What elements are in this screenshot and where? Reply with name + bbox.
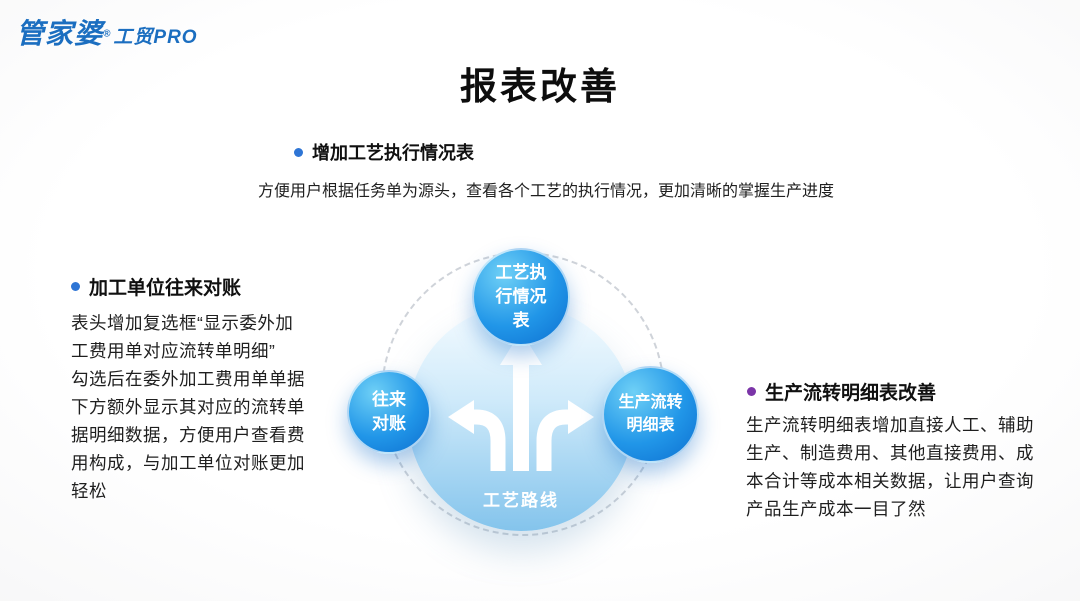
- node-label: 生产流转 明细表: [618, 394, 683, 434]
- node-production-flow: 生产流转 明细表: [602, 366, 699, 463]
- bullet-dot-icon: [71, 282, 80, 291]
- feature-right-body: 生产流转明细表增加直接人工、辅助 生产、制造费用、其他直接费用、成 本合计等成本…: [746, 415, 1034, 519]
- brand-name: 管家婆: [16, 18, 104, 49]
- registered-mark: ®: [103, 28, 111, 40]
- feature-left-heading: 加工单位往来对账: [89, 278, 242, 299]
- node-label: 工艺执 行情况 表: [495, 263, 547, 330]
- feature-top-body: 方便用户根据任务单为源头，查看各个工艺的执行情况，更加清晰的掌握生产进度: [258, 183, 835, 200]
- bullet-dot-icon: [747, 387, 756, 396]
- feature-right-heading-row: 生产流转明细表改善: [747, 378, 936, 405]
- feature-left-heading-row: 加工单位往来对账: [71, 273, 241, 300]
- feature-left-body: 表头增加复选框“显示委外加 工费用单对应流转单明细” 勾选后在委外加工费用单单据…: [71, 313, 305, 501]
- feature-top-heading-row: 增加工艺执行情况表: [294, 139, 474, 165]
- bullet-dot-icon: [294, 147, 303, 157]
- product-name: 工贸PRO: [113, 27, 198, 48]
- feature-top-heading: 增加工艺执行情况表: [312, 143, 474, 163]
- node-label: 往来 对账: [372, 390, 406, 433]
- brand-logo: 管家婆®工贸PRO: [16, 12, 198, 52]
- slide-title: 报表改善: [460, 66, 620, 107]
- fork-arrows-icon: [448, 331, 594, 471]
- center-node-label: 工艺路线: [483, 491, 559, 510]
- feature-right-heading: 生产流转明细表改善: [765, 383, 937, 404]
- node-process-execution: 工艺执 行情况 表: [472, 248, 570, 346]
- node-reconciliation: 往来 对账: [347, 370, 431, 454]
